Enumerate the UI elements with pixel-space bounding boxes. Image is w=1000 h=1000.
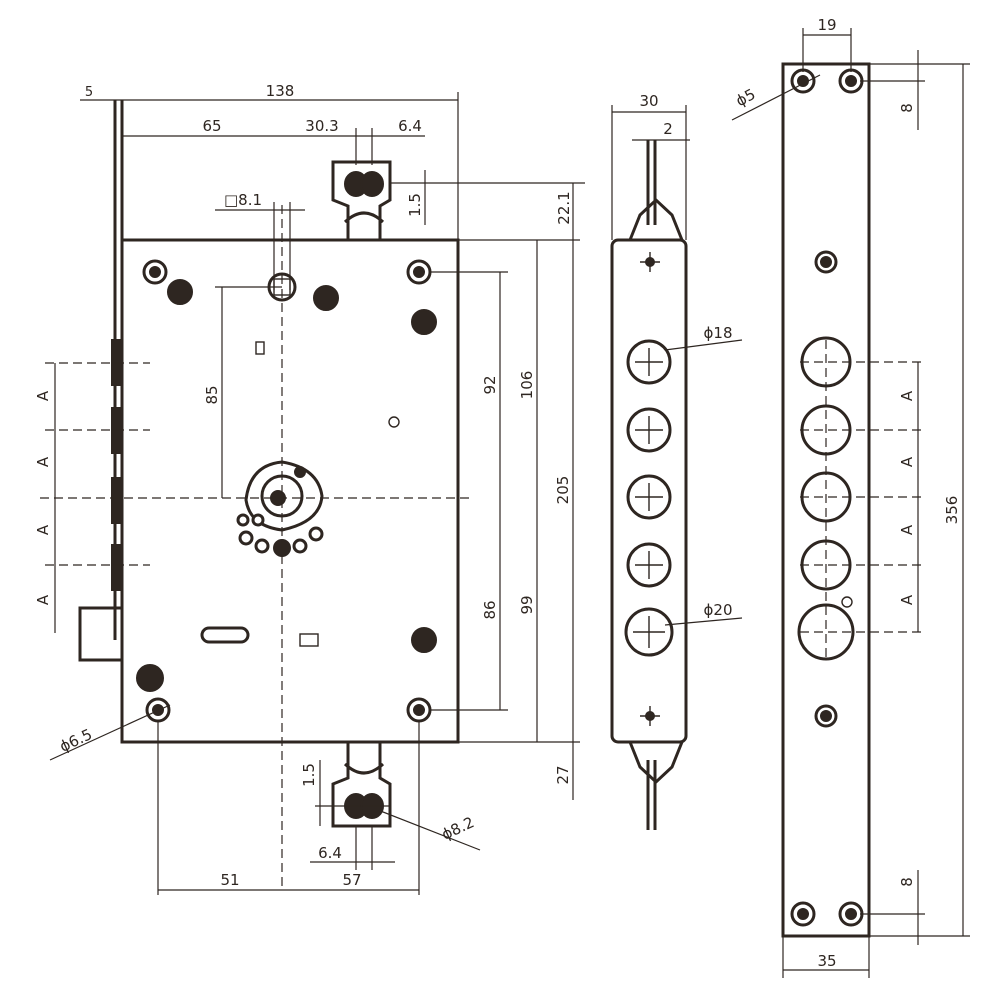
label-30: 30 — [639, 92, 658, 110]
label-a-3: A — [34, 524, 52, 535]
front-view: 138 5 65 30.3 6.4 □8.1 1.5 22.1 85 92 10… — [34, 82, 585, 895]
front-dimensions — [49, 92, 585, 895]
label-fp-a-3: A — [898, 524, 916, 535]
side-body — [610, 238, 688, 744]
label-99: 99 — [518, 595, 536, 614]
label-fp-a-1: A — [898, 390, 916, 401]
label-8-top: 8 — [898, 103, 916, 113]
label-18: ϕ18 — [704, 324, 733, 342]
label-57: 57 — [342, 871, 361, 889]
faceplate-view: 19 ϕ5 8 356 8 35 A A A A — [731, 16, 970, 978]
label-30-3: 30.3 — [305, 117, 338, 135]
label-106: 106 — [518, 371, 536, 400]
label-22-1: 22.1 — [555, 191, 573, 224]
label-20: ϕ20 — [704, 601, 733, 619]
label-a-2: A — [34, 456, 52, 467]
label-86: 86 — [481, 600, 499, 619]
label-8-bottom: 8 — [898, 877, 916, 887]
side-bolts — [624, 339, 674, 657]
faceplate-outline — [781, 62, 871, 938]
label-a-4: A — [34, 594, 52, 605]
lock-case-outline — [120, 238, 460, 744]
label-92: 92 — [481, 375, 499, 394]
label-205: 205 — [554, 476, 572, 505]
case-screws — [136, 259, 437, 723]
label-fp-a-4: A — [898, 594, 916, 605]
label-5: 5 — [85, 85, 93, 100]
label-138: 138 — [266, 82, 295, 100]
label-51: 51 — [220, 871, 239, 889]
label-1-5-top: 1.5 — [406, 193, 424, 217]
label-27: 27 — [554, 765, 572, 784]
label-356: 356 — [943, 496, 961, 525]
label-8-2: ϕ8.2 — [439, 813, 477, 844]
top-cam — [331, 160, 392, 242]
label-6-4-top: 6.4 — [398, 117, 422, 135]
side-view: 30 2 ϕ18 ϕ20 — [610, 92, 743, 830]
label-85: 85 — [203, 385, 221, 404]
label-square-8-1: □8.1 — [224, 191, 262, 209]
faceplate-screws — [790, 68, 864, 927]
deadlatch — [78, 606, 122, 662]
label-5-screw: ϕ5 — [733, 85, 759, 110]
label-2: 2 — [663, 120, 673, 138]
label-1-5-bottom: 1.5 — [300, 763, 318, 787]
label-6-5: ϕ6.5 — [57, 725, 95, 756]
label-35: 35 — [817, 952, 836, 970]
label-19: 19 — [817, 16, 836, 34]
cylinder-mechanism — [236, 460, 324, 557]
label-65: 65 — [202, 117, 221, 135]
label-fp-a-2: A — [898, 456, 916, 467]
label-6-4-bottom: 6.4 — [318, 844, 342, 862]
label-a-1: A — [34, 390, 52, 401]
bottom-cam — [331, 740, 392, 828]
